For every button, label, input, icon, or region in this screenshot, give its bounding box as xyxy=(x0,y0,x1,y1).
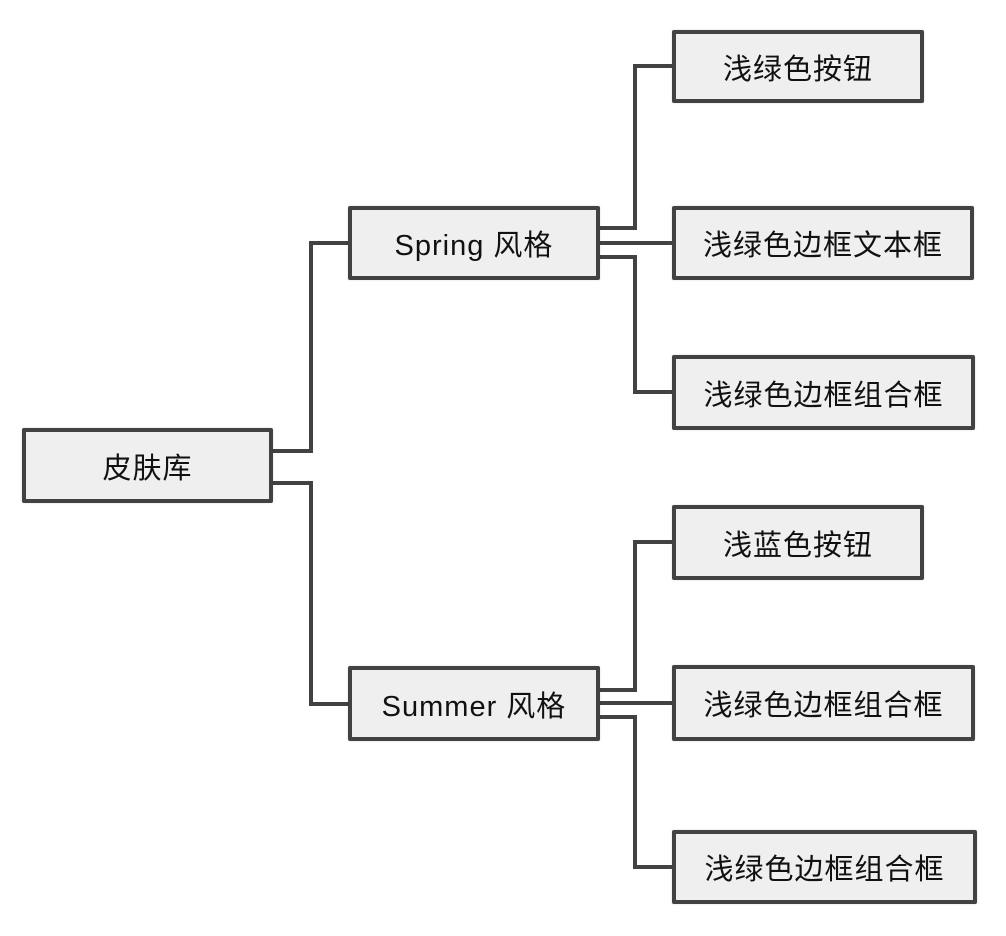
node-summer-style: Summer 风格 xyxy=(348,666,600,741)
connector-summer-button xyxy=(598,540,674,692)
node-light-blue-button-label: 浅蓝色按钮 xyxy=(722,529,873,562)
node-light-blue-button: 浅蓝色按钮 xyxy=(672,505,924,580)
node-light-green-border-combobox-3: 浅绿色边框组合框 xyxy=(672,830,977,904)
node-spring-style: Spring 风格 xyxy=(348,206,600,280)
connector-spring-combobox xyxy=(598,255,674,394)
node-light-green-border-textbox: 浅绿色边框文本框 xyxy=(672,206,974,280)
node-light-green-border-combobox-2: 浅绿色边框组合框 xyxy=(672,665,975,741)
node-summer-style-label: Summer 风格 xyxy=(381,690,567,723)
node-light-green-border-combobox: 浅绿色边框组合框 xyxy=(672,355,975,430)
node-light-green-border-combobox-label: 浅绿色边框组合框 xyxy=(703,379,944,412)
connector-root-summer xyxy=(271,481,350,706)
node-light-green-button-label: 浅绿色按钮 xyxy=(722,53,873,86)
connector-summer-combobox2 xyxy=(598,715,674,869)
node-light-green-border-combobox-3-label: 浅绿色边框组合框 xyxy=(704,854,945,886)
node-light-green-border-textbox-label: 浅绿色边框文本框 xyxy=(702,230,943,262)
node-spring-style-label: Spring 风格 xyxy=(394,230,554,262)
node-skin-library-label: 皮肤库 xyxy=(102,452,193,485)
node-light-green-button: 浅绿色按钮 xyxy=(672,30,924,103)
node-light-green-border-combobox-2-label: 浅绿色边框组合框 xyxy=(703,690,944,722)
connector-root-spring xyxy=(271,241,350,453)
connector-spring-button xyxy=(598,64,674,230)
node-skin-library: 皮肤库 xyxy=(22,428,273,503)
